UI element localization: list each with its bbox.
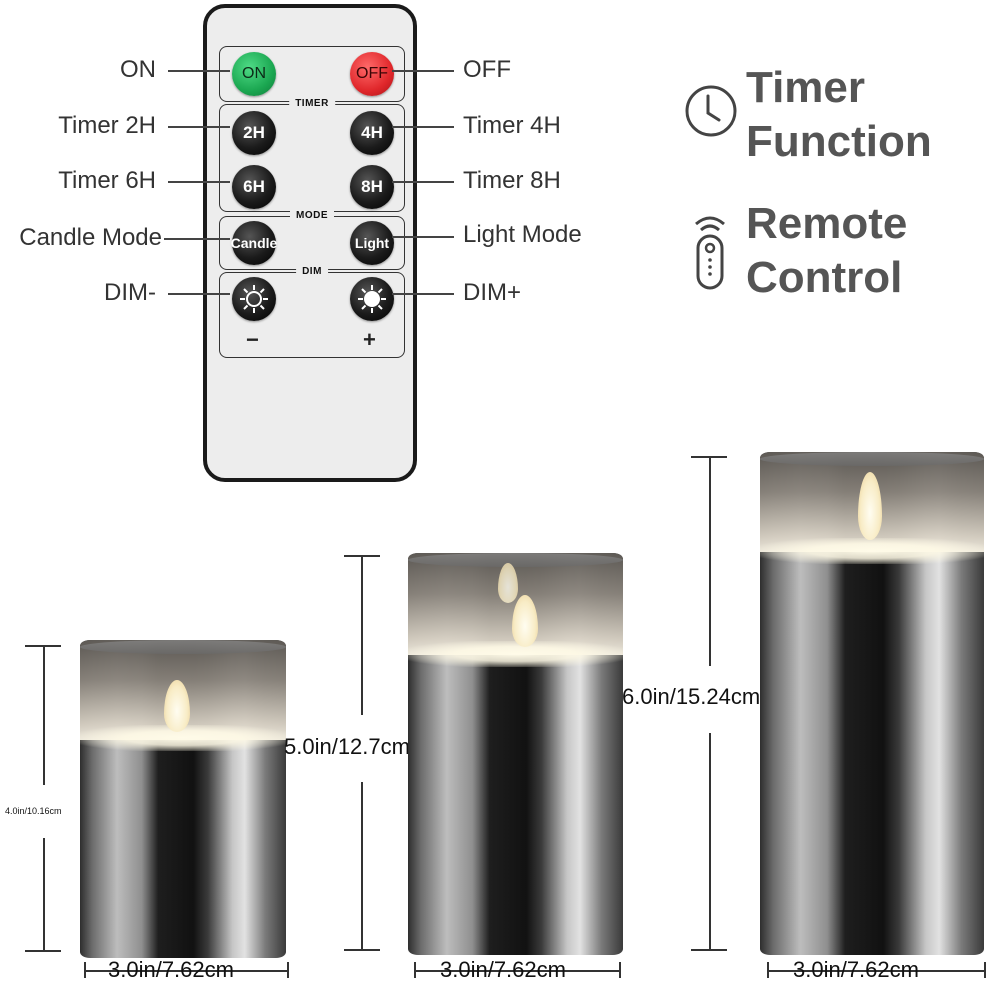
dim-group-title: DIM [296,265,328,279]
callout-timer-6h: Timer 6H [58,167,156,194]
mode-group-title: MODE [290,209,334,223]
width-dimension-cap [984,962,986,978]
height-dimension-line [709,456,711,666]
clock-icon [685,85,737,137]
height-dimension-line [43,838,45,950]
callout-line [392,70,454,72]
feature-timer-line1: Timer [746,63,866,112]
timer-group-title: TIMER [289,97,335,111]
callout-light-mode: Light Mode [463,221,582,248]
candle-large [760,452,984,955]
on-button[interactable]: ON [232,52,276,96]
sun-filled-icon [358,285,386,313]
remote-control: ON OFF TIMER 2H 4H 6H 8H MODE Candle Lig… [203,4,417,482]
callout-on: ON [120,56,156,83]
callout-timer-4h: Timer 4H [463,112,561,139]
light-mode-button[interactable]: Light [350,221,394,265]
dim-group: DIM − [219,265,405,358]
callout-candle-mode: Candle Mode [19,224,162,251]
callout-line [392,126,454,128]
callout-line [164,238,230,240]
width-dimension-cap [619,962,621,978]
candle-medium-height-label: 5.0in/12.7cm [284,734,410,759]
dim-plus-sign: + [363,327,376,352]
feature-timer [683,83,739,144]
dim-minus-button[interactable] [232,277,276,321]
flame-icon [512,595,538,647]
callout-line [392,236,454,238]
width-dimension-cap [287,962,289,978]
dim-plus-button[interactable] [350,277,394,321]
height-dimension-cap [25,950,61,952]
width-dimension-line [767,970,985,972]
candle-small [80,640,286,958]
callout-line [392,293,454,295]
feature-remote-line2: Control [746,253,903,302]
off-button[interactable]: OFF [350,52,394,96]
timer-4h-button[interactable]: 4H [350,111,394,155]
callout-dim-plus: DIM+ [463,279,522,306]
callout-line [168,70,230,72]
width-dimension-line [84,970,288,972]
candle-large-height-label: 6.0in/15.24cm [622,684,761,709]
callout-line [168,293,230,295]
feature-remote [690,210,730,297]
height-dimension-cap [344,949,380,951]
candle-small-height-label: 4.0in/10.16cm [5,806,62,816]
flame-icon [164,680,190,732]
candle-medium [408,553,623,955]
candle-medium-width-label: 3.0in/7.62cm [440,957,566,982]
callout-timer-2h: Timer 2H [58,112,156,139]
flame-icon [498,563,518,603]
candle-mode-button[interactable]: Candle [231,221,277,265]
remote-control-icon [695,216,725,290]
height-dimension-line [361,782,363,949]
height-dimension-line [43,645,45,785]
height-dimension-line [361,555,363,715]
callout-line [168,126,230,128]
callout-timer-8h: Timer 8H [463,167,561,194]
timer-8h-button[interactable]: 8H [350,165,394,209]
sun-outline-icon [240,285,268,313]
callout-line [168,181,230,183]
flame-icon [858,472,882,540]
callout-dim-minus: DIM- [104,279,156,306]
power-group: ON OFF [219,46,405,102]
timer-2h-button[interactable]: 2H [232,111,276,155]
width-dimension-line [414,970,620,972]
timer-group: TIMER 2H 4H 6H 8H [219,97,405,212]
timer-6h-button[interactable]: 6H [232,165,276,209]
height-dimension-cap [691,949,727,951]
callout-off: OFF [463,56,511,83]
feature-remote-line1: Remote [746,199,908,248]
callout-line [392,181,454,183]
dim-minus-sign: − [246,327,259,352]
height-dimension-line [709,733,711,949]
mode-group: MODE Candle Light [219,209,405,270]
feature-timer-line2: Function [746,117,932,166]
candle-small-width-label: 3.0in/7.62cm [108,957,234,982]
candle-large-width-label: 3.0in/7.62cm [793,957,919,982]
